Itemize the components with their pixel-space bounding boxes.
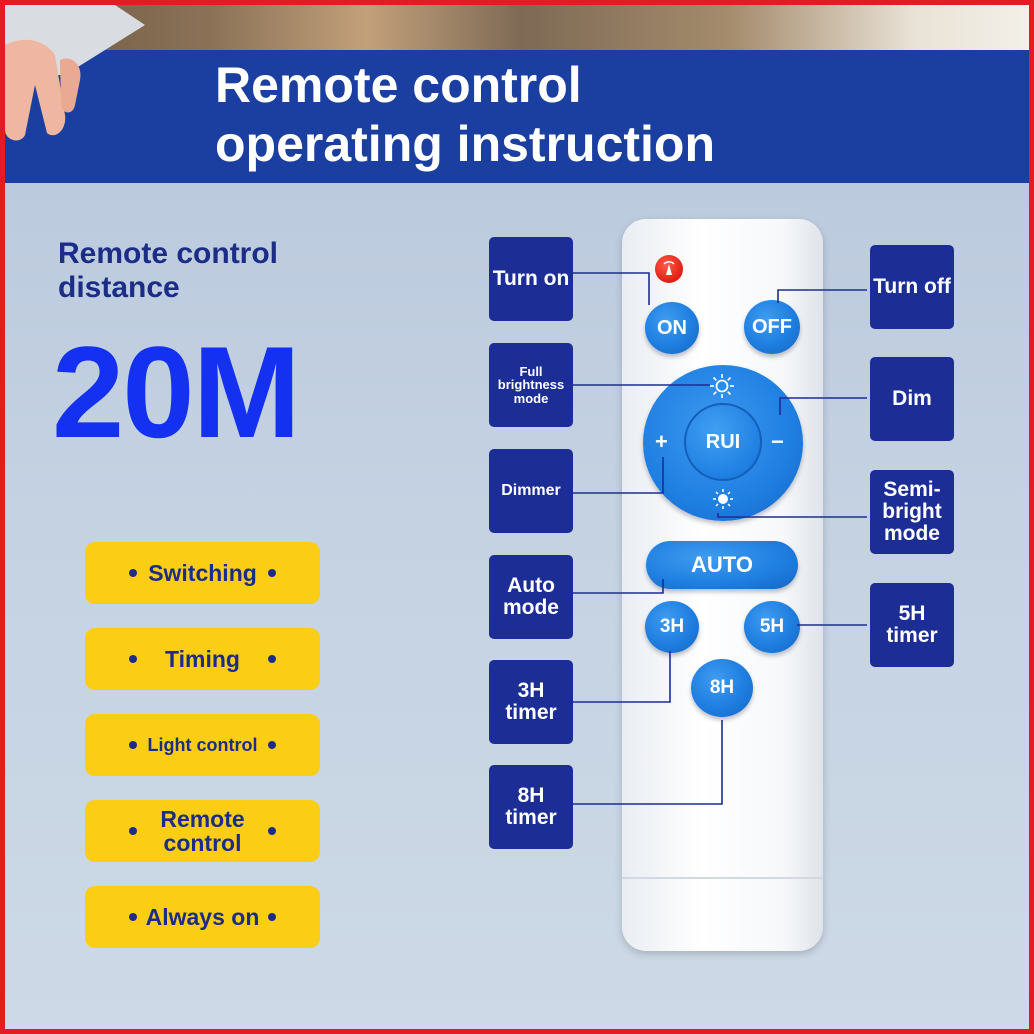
- bullet-icon: [129, 569, 137, 577]
- feature-remote-control: Remote control: [85, 800, 320, 862]
- bullet-icon: [129, 827, 137, 835]
- title-line-1: Remote control: [215, 57, 582, 113]
- on-button[interactable]: ON: [645, 302, 699, 354]
- bullet-icon: [268, 827, 276, 835]
- feature-switching: Switching: [85, 542, 320, 604]
- feature-label: Always on: [145, 903, 260, 930]
- distance-value: 20M: [52, 319, 301, 465]
- feature-label: Timing: [165, 645, 240, 672]
- callout-5h-timer: 5H timer: [870, 583, 954, 667]
- sun-dim-icon[interactable]: [710, 486, 736, 512]
- feature-always-on: Always on: [85, 886, 320, 948]
- remote-battery-seam: [622, 877, 823, 879]
- callout-turn-off: Turn off: [870, 245, 954, 329]
- title-line-2: operating instruction: [215, 116, 715, 172]
- plus-button[interactable]: +: [655, 429, 668, 454]
- feature-label: Light control: [147, 734, 258, 755]
- callout-turn-on: Turn on: [489, 237, 573, 321]
- auto-button[interactable]: AUTO: [646, 541, 798, 589]
- sun-bright-icon[interactable]: [708, 372, 736, 400]
- feature-timing: Timing: [85, 628, 320, 690]
- feature-light-control: Light control: [85, 714, 320, 776]
- timer-5h-button[interactable]: 5H: [744, 601, 800, 653]
- callout-auto-mode: Auto mode: [489, 555, 573, 639]
- bullet-icon: [129, 655, 137, 663]
- center-button[interactable]: RUI: [684, 403, 762, 481]
- distance-label: Remote control distance: [58, 237, 279, 304]
- callout-8h-timer: 8H timer: [489, 765, 573, 849]
- hand-icon: [5, 5, 145, 141]
- bullet-icon: [268, 741, 276, 749]
- timer-3h-button[interactable]: 3H: [645, 601, 699, 653]
- callout-semi-bright: Semi-bright mode: [870, 470, 954, 554]
- callout-dim: Dim: [870, 357, 954, 441]
- bullet-icon: [129, 741, 137, 749]
- background-photo: [5, 5, 1029, 55]
- feature-label: Switching: [148, 559, 257, 586]
- callout-3h-timer: 3H timer: [489, 660, 573, 744]
- timer-8h-button[interactable]: 8H: [691, 659, 753, 717]
- feature-label: Remote control: [160, 806, 245, 856]
- bullet-icon: [268, 569, 276, 577]
- minus-button[interactable]: −: [771, 429, 784, 454]
- bullet-icon: [268, 913, 276, 921]
- ir-emitter-icon: [655, 255, 683, 283]
- header-band: [5, 50, 1029, 183]
- bullet-icon: [268, 655, 276, 663]
- off-button[interactable]: OFF: [744, 300, 800, 354]
- callout-dimmer: Dimmer: [489, 449, 573, 533]
- callout-full-brightness: Full brightness mode: [489, 343, 573, 427]
- bullet-icon: [129, 913, 137, 921]
